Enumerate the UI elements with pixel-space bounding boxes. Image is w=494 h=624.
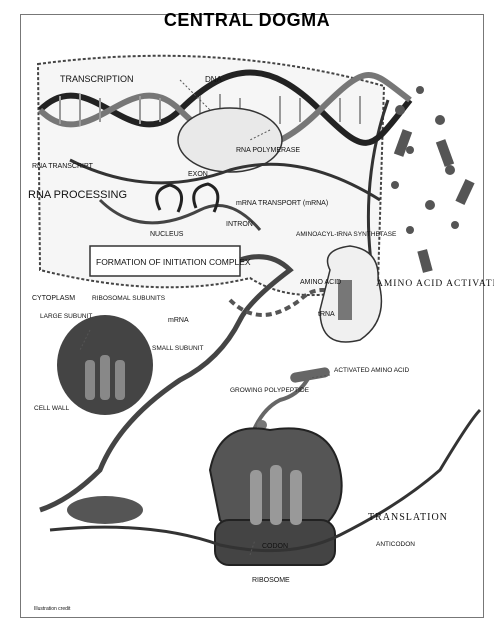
- label-anticodon: ANTICODON: [376, 541, 415, 548]
- label-cytoplasm: CYTOPLASM: [32, 295, 75, 302]
- amino-acids-cluster: [391, 86, 475, 273]
- label-intron: INTRON: [226, 221, 253, 228]
- label-rna-processing: RNA PROCESSING: [28, 189, 127, 201]
- ribosomal-subunit-stripes: [85, 355, 125, 400]
- label-exon: EXON: [188, 171, 208, 178]
- label-ribosomal-subunits: RIBOSOMAL SUBUNITS: [92, 295, 166, 302]
- label-cell-wall: CELL WALL: [34, 405, 70, 412]
- label-mrna-transport: mRNA TRANSPORT (mRNA): [236, 200, 328, 207]
- rna-polymerase: [178, 108, 282, 172]
- label-transcription: TRANSCRIPTION: [60, 74, 134, 84]
- label-amino-acid: AMINO ACID: [300, 279, 341, 286]
- synthetase-trna: [338, 280, 352, 320]
- label-growing-polypeptide: GROWING POLYPEPTIDE: [230, 387, 310, 394]
- small-subunit: [67, 496, 143, 524]
- label-rna-transcript: RNA TRANSCRIPT: [32, 163, 94, 170]
- label-amino-acid-activation: AMINO ACID ACTIVATION: [376, 279, 494, 289]
- label-ribosome: RIBOSOME: [252, 577, 290, 584]
- label-footer: Illustration credit: [34, 606, 71, 612]
- label-codon: CODON: [262, 543, 288, 550]
- label-mrna: mRNA: [168, 317, 189, 324]
- label-trna: tRNA: [318, 311, 335, 318]
- label-large-subunit: LARGE SUBUNIT: [40, 313, 92, 320]
- label-translation: TRANSLATION: [368, 512, 448, 523]
- label-small-subunit: SMALL SUBUNIT: [152, 345, 203, 352]
- label-dna: DNA: [205, 75, 223, 84]
- label-activated-amino-acid: ACTIVATED AMINO ACID: [334, 367, 410, 374]
- label-rna-polymerase: RNA POLYMERASE: [236, 147, 300, 154]
- label-initiation-complex: FORMATION OF INITIATION COMPLEX: [96, 257, 251, 267]
- label-aminoacyl-trna-synthetase: AMINOACYL-tRNA SYNTHETASE: [296, 231, 397, 238]
- label-nucleus: NUCLEUS: [150, 231, 184, 238]
